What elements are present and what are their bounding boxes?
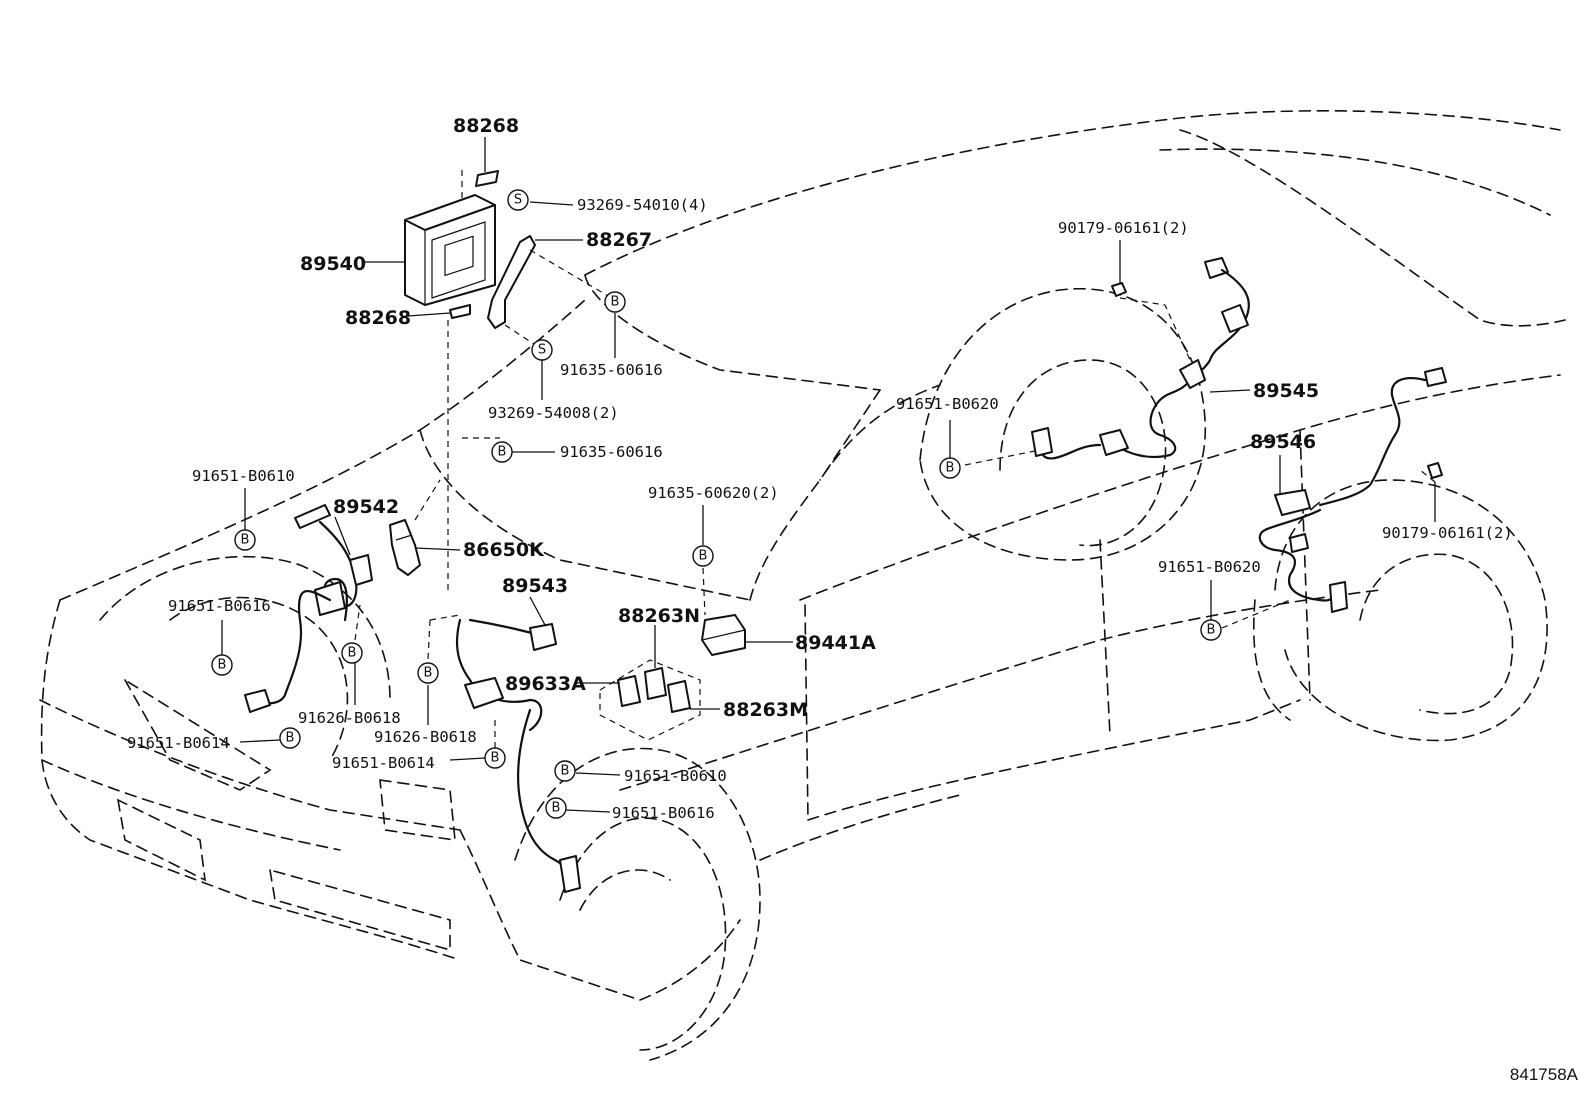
label-89542: 89542 — [333, 496, 399, 518]
symbol-bolt-6: B — [417, 662, 439, 684]
label-86650k: 86650K — [463, 539, 545, 561]
label-89545: 89545 — [1253, 380, 1319, 402]
front-left-wheel-sensor-harness — [244, 504, 373, 713]
label-89540: 89540 — [300, 253, 366, 275]
symbol-bolt-1: B — [604, 291, 626, 313]
svg-text:B: B — [491, 751, 500, 766]
symbol-bolt-7: B — [279, 727, 301, 749]
symbol-bolt-10: B — [545, 797, 567, 819]
svg-text:S: S — [514, 193, 522, 208]
label-91635-60616-a: 91635-60616 — [560, 361, 663, 379]
symbol-bolt-11: B — [692, 545, 714, 567]
svg-text:B: B — [946, 461, 955, 476]
symbol-bolt-5: B — [341, 642, 363, 664]
label-91651-b0620-a: 91651-B0620 — [896, 395, 999, 413]
svg-text:B: B — [1207, 623, 1216, 638]
relays-88263 — [599, 659, 701, 741]
symbol-bolt-4: B — [211, 654, 233, 676]
label-91651-b0614-b: 91651-B0614 — [332, 754, 435, 772]
label-89441a: 89441A — [795, 632, 876, 654]
label-91651-b0616-b: 91651-B0616 — [612, 804, 715, 822]
label-88268-bottom: 88268 — [345, 307, 411, 329]
label-91635-60620: 91635-60620(2) — [648, 484, 779, 502]
symbol-bolt-3: B — [234, 529, 256, 551]
yaw-rate-sensor-89441a — [701, 614, 746, 656]
symbol-bolt-13: B — [1200, 619, 1222, 641]
symbol-bolt-12: B — [939, 457, 961, 479]
label-91626-b0618-b: 91626-B0618 — [374, 728, 477, 746]
svg-text:B: B — [498, 445, 507, 460]
label-91635-60616-b: 91635-60616 — [560, 443, 663, 461]
figure-reference-number: 841758A — [1509, 1065, 1578, 1084]
label-90179-06161-b: 90179-06161(2) — [1382, 524, 1513, 542]
svg-text:B: B — [286, 731, 295, 746]
label-93269-54008: 93269-54008(2) — [488, 404, 619, 422]
symbol-bolt-2: B — [491, 441, 513, 463]
svg-text:B: B — [699, 549, 708, 564]
svg-text:B: B — [241, 533, 250, 548]
ecu-assembly — [404, 170, 536, 329]
svg-text:B: B — [424, 666, 433, 681]
leader-lines — [221, 137, 1436, 813]
label-90179-06161-a: 90179-06161(2) — [1058, 219, 1189, 237]
front-right-wheel-sensor-harness — [455, 618, 581, 893]
car-body-outline — [39, 110, 1566, 1061]
label-91651-b0620-b: 91651-B0620 — [1158, 558, 1261, 576]
label-88263n: 88263N — [618, 605, 700, 627]
label-89543: 89543 — [502, 575, 568, 597]
sensor-86650k — [389, 519, 421, 576]
label-88267: 88267 — [586, 229, 652, 251]
label-91651-b0616-a: 91651-B0616 — [168, 597, 271, 615]
svg-text:B: B — [611, 295, 620, 310]
part-labels: 88268 93269-54010(4) 88267 89540 88268 9… — [127, 115, 1513, 822]
label-91651-b0610-a: 91651-B0610 — [192, 467, 295, 485]
svg-text:S: S — [538, 343, 546, 358]
svg-text:B: B — [218, 658, 227, 673]
nut-90179-06161-a — [1111, 282, 1127, 297]
label-89546: 89546 — [1250, 431, 1316, 453]
rear-left-wheel-sensor-harness — [1031, 257, 1250, 460]
symbol-screw-2: S — [531, 339, 553, 361]
label-89633a: 89633A — [505, 673, 586, 695]
label-91651-b0614-a: 91651-B0614 — [127, 734, 230, 752]
svg-text:B: B — [561, 764, 570, 779]
symbol-bolt-8: B — [484, 747, 506, 769]
label-93269-54010: 93269-54010(4) — [577, 196, 708, 214]
svg-text:B: B — [552, 801, 561, 816]
symbol-bolt-9: B — [554, 760, 576, 782]
svg-text:B: B — [348, 646, 357, 661]
nut-90179-06161-b — [1427, 462, 1443, 479]
label-91626-b0618-a: 91626-B0618 — [298, 709, 401, 727]
label-88263m: 88263M — [723, 699, 808, 721]
rear-right-wheel-sensor-harness — [1258, 367, 1447, 613]
symbol-screw-1: S — [507, 189, 529, 211]
label-91651-b0610-b: 91651-B0610 — [624, 767, 727, 785]
label-88268-top: 88268 — [453, 115, 519, 137]
